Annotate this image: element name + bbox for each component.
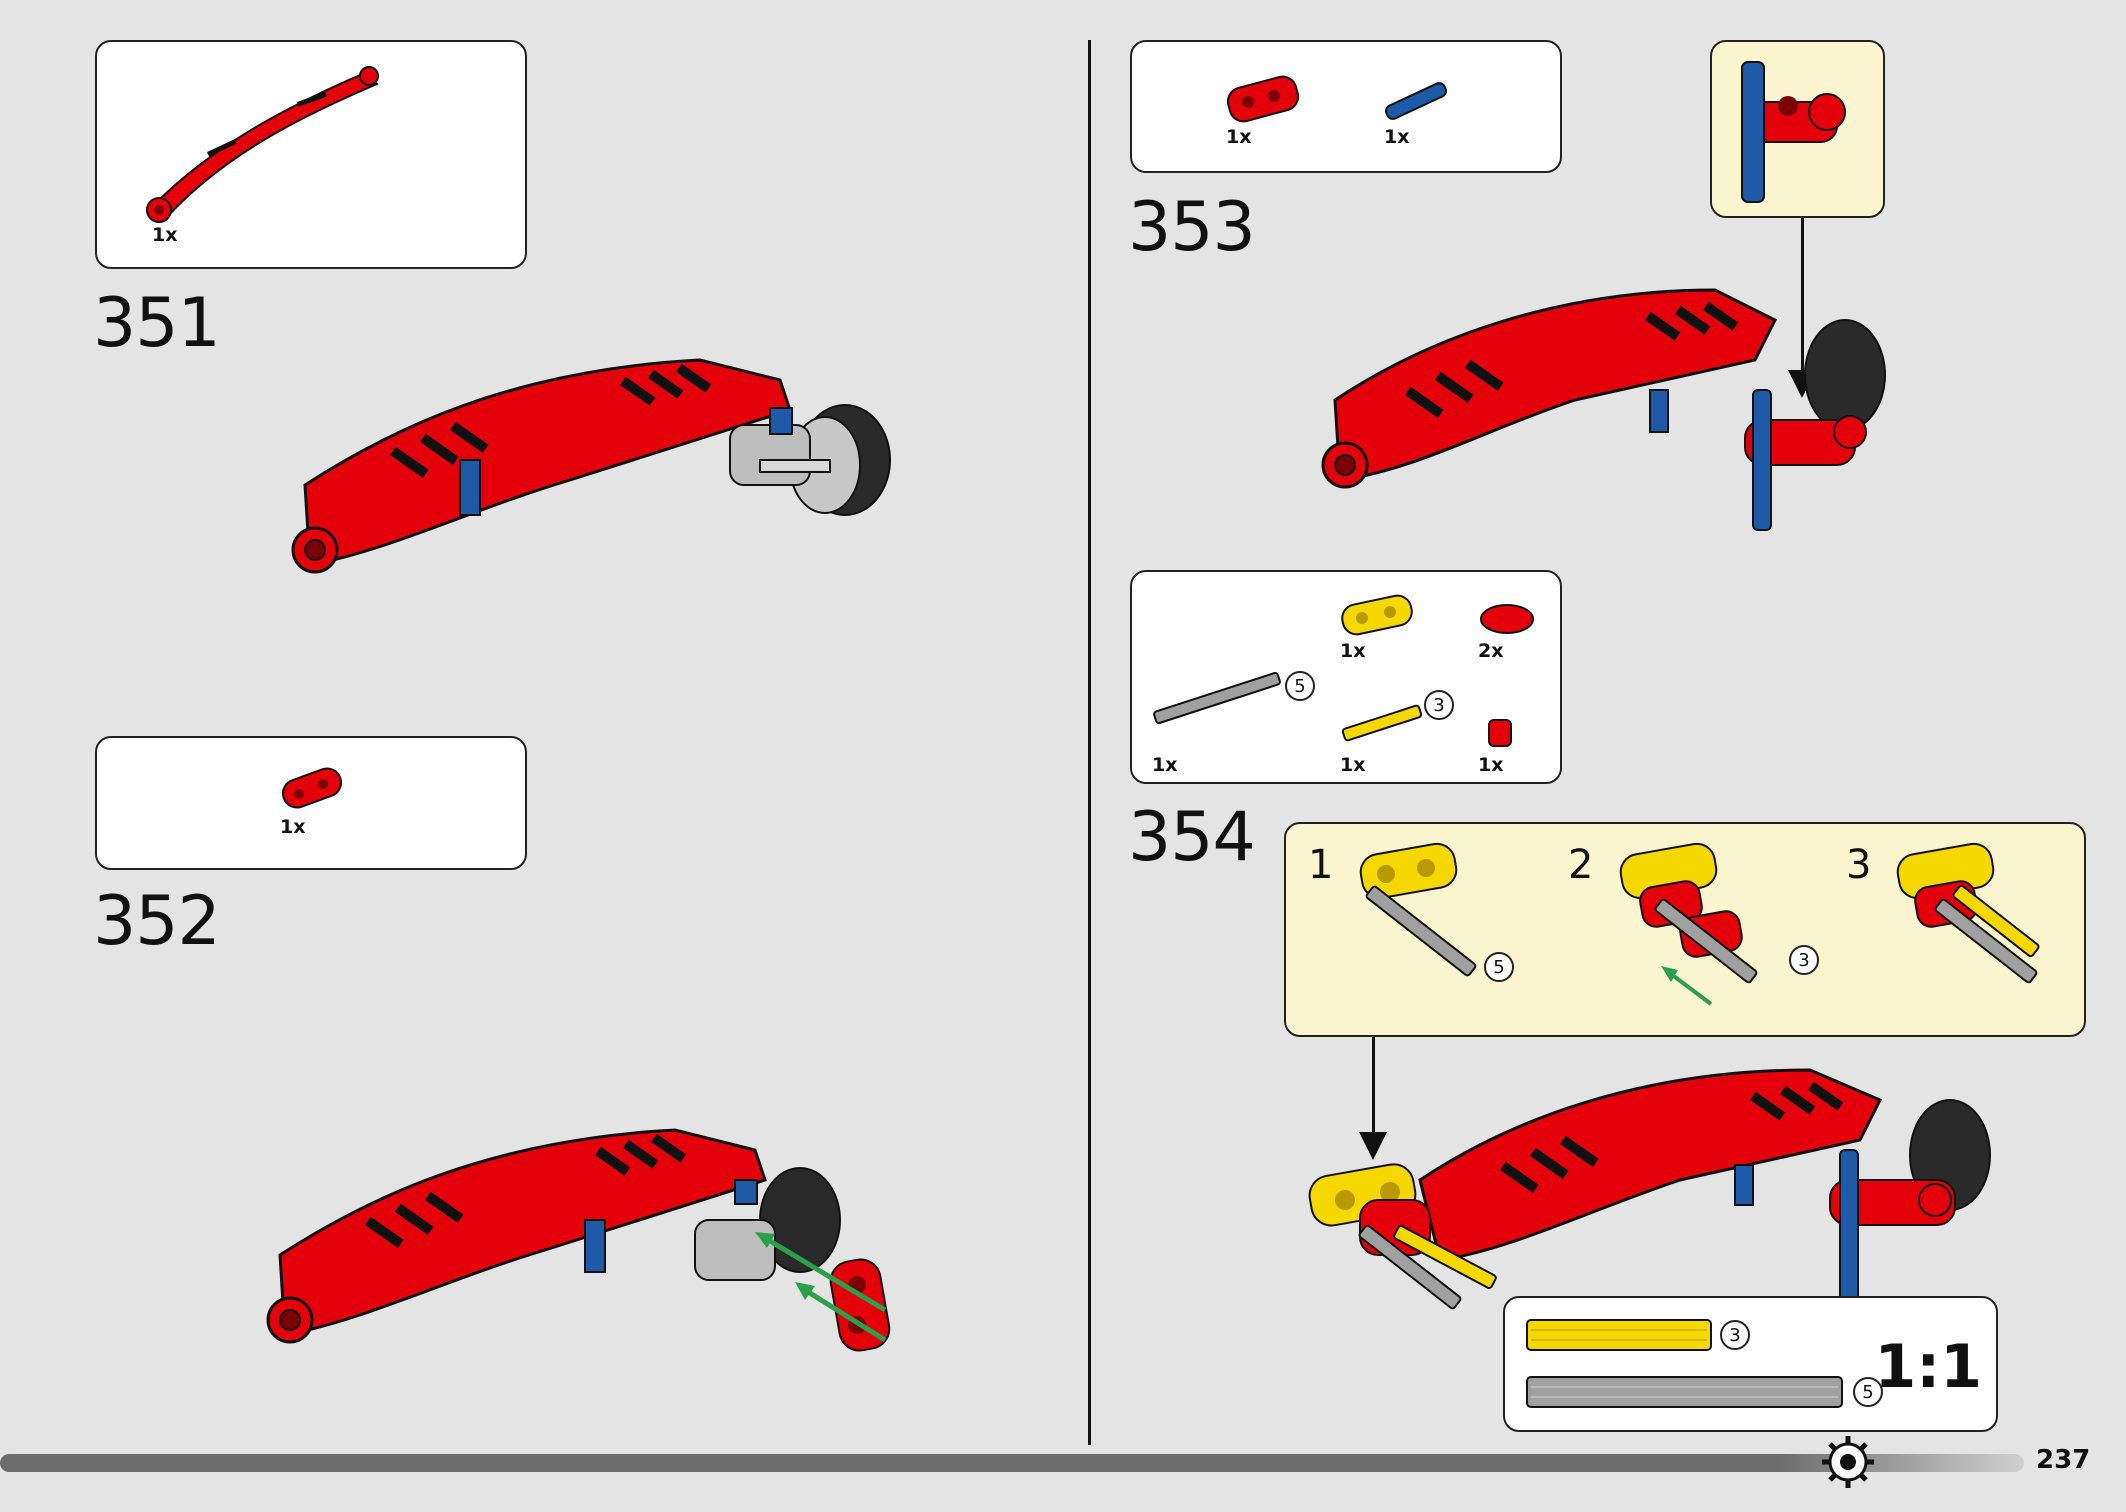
axle-length-badge: 5 <box>1484 952 1514 982</box>
parts-box-351: 1x <box>95 40 527 269</box>
liftarm-part-image <box>281 767 343 809</box>
curved-panel-part-image <box>146 66 379 223</box>
axle-length-badge: 3 <box>1424 690 1454 720</box>
part-qty: 1x <box>1478 754 1504 776</box>
part-qty: 1x <box>152 224 178 246</box>
substep-label-3: 3 <box>1846 842 1872 888</box>
scale-box: 3 5 1:1 <box>1503 1296 1998 1432</box>
parts-box-353: 1x 1x <box>1130 40 1562 173</box>
callout-354: 1 2 3 5 3 <box>1284 822 2086 1037</box>
callout-part-image <box>1741 61 1846 203</box>
part-qty: 2x <box>1478 640 1504 662</box>
parts-box-352: 1x <box>95 736 527 870</box>
axle-length-badge: 5 <box>1285 671 1315 701</box>
callout-arrow-354 <box>1372 1037 1375 1137</box>
step-number-354: 354 <box>1128 798 1256 877</box>
scale-axles <box>1526 1319 1843 1408</box>
part-qty: 1x <box>280 816 306 838</box>
scale-yellow-length: 3 <box>1720 1320 1750 1350</box>
substep-label-1: 1 <box>1308 842 1334 888</box>
page-number: 237 <box>2036 1445 2091 1475</box>
callout-arrow-353 <box>1801 218 1804 378</box>
gear-icon <box>1822 1436 1874 1488</box>
step-number-353: 353 <box>1128 188 1256 267</box>
parts-box-354: 1x 2x 1x 1x 1x 5 3 <box>1130 570 1562 784</box>
assembly-352 <box>266 1128 891 1352</box>
scale-ratio: 1:1 <box>1874 1332 1983 1402</box>
parts-354-images <box>1153 594 1534 747</box>
step-number-351: 351 <box>93 284 221 363</box>
part-qty: 1x <box>1226 126 1252 148</box>
part-qty: 1x <box>1384 126 1410 148</box>
axle-length-badge: 3 <box>1789 945 1819 975</box>
substep-label-2: 2 <box>1568 842 1594 888</box>
callout-arrowhead <box>1359 1132 1387 1160</box>
part-qty: 1x <box>1152 754 1178 776</box>
assembly-353 <box>1321 288 1886 531</box>
part-qty: 1x <box>1340 754 1366 776</box>
part-qty: 1x <box>1340 640 1366 662</box>
substep-images <box>1359 842 2040 1006</box>
page-divider <box>1088 40 1091 1445</box>
progress-bar-track <box>0 1454 2024 1472</box>
scale-gray-length: 5 <box>1853 1377 1883 1407</box>
assembly-354 <box>1308 1068 1991 1311</box>
connector-part-image <box>1226 75 1447 123</box>
callout-353 <box>1710 40 1885 218</box>
step-number-352: 352 <box>93 882 221 961</box>
assembly-351 <box>291 358 891 574</box>
